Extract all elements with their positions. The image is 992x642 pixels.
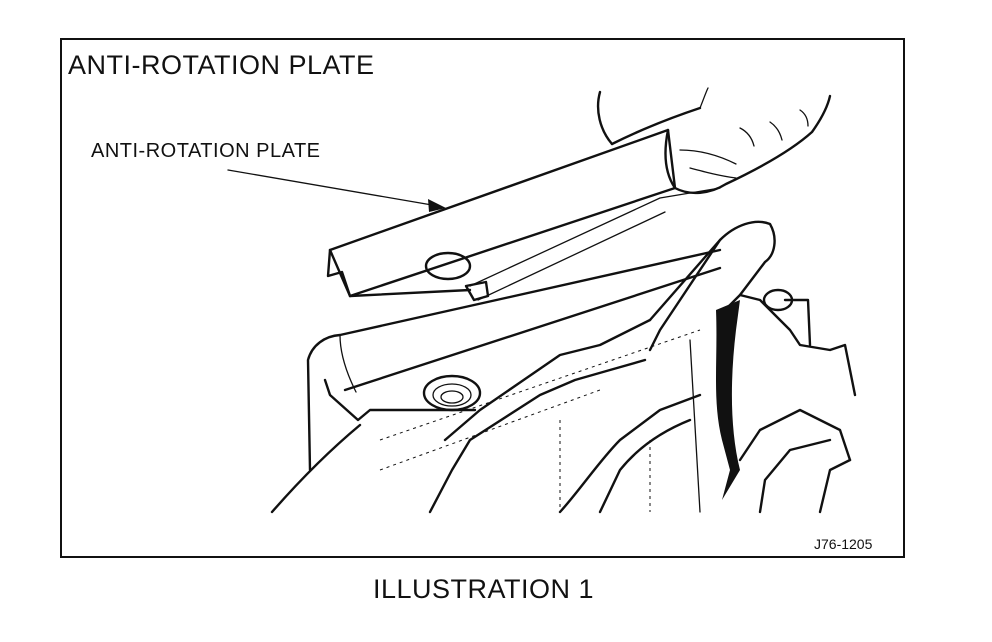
figure-title: ANTI-ROTATION PLATE	[68, 50, 375, 80]
bolt-boss	[422, 374, 482, 412]
gasket-gap	[716, 300, 740, 500]
transmission-case	[270, 220, 857, 514]
illustration-caption: ILLUSTRATION 1	[373, 574, 595, 604]
plate-hole	[424, 251, 472, 281]
figure-id: J76-1205	[814, 536, 873, 552]
figure-frame	[60, 38, 905, 558]
hand-illustration	[596, 87, 832, 195]
leader-arrow	[227, 169, 446, 212]
callout-label: ANTI-ROTATION PLATE	[91, 140, 321, 162]
anti-rotation-plate	[326, 128, 721, 302]
